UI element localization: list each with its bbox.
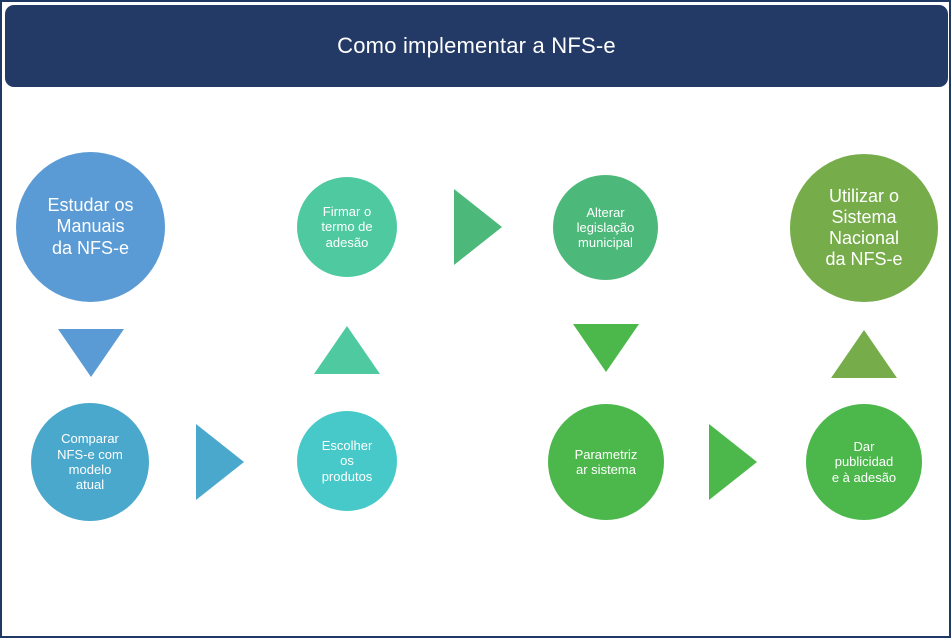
node-estudar-manuais[interactable]: Estudar os Manuais da NFS-e — [16, 152, 165, 302]
node-label: Firmar o termo de adesão — [321, 204, 373, 250]
node-escolher-produtos[interactable]: Escolher os produtos — [297, 411, 397, 511]
node-comparar-nfse[interactable]: Comparar NFS-e com modelo atual — [31, 403, 149, 521]
node-utilizar-sistema[interactable]: Utilizar o Sistema Nacional da NFS-e — [790, 154, 938, 302]
arrow-down-col3-icon — [573, 324, 639, 372]
arrow-down-col1-icon — [58, 329, 124, 377]
node-label: Dar publicidad e à adesão — [831, 439, 897, 485]
node-parametrizar-sistema[interactable]: Parametriz ar sistema — [548, 404, 664, 520]
node-label: Escolher os produtos — [321, 438, 373, 484]
node-label: Alterar legislação municipal — [576, 204, 635, 251]
node-firmar-termo[interactable]: Firmar o termo de adesão — [297, 177, 397, 277]
node-dar-publicidade[interactable]: Dar publicidad e à adesão — [806, 404, 922, 520]
arrow-up-col4-icon — [831, 330, 897, 378]
arrow-right-bottom-1-icon — [196, 424, 244, 500]
node-label: Estudar os Manuais da NFS-e — [47, 195, 134, 258]
node-label: Comparar NFS-e com modelo atual — [57, 431, 123, 493]
node-label: Parametriz ar sistema — [574, 446, 638, 477]
arrow-up-col2-icon — [314, 326, 380, 374]
arrow-right-top-1-icon — [454, 189, 502, 265]
arrow-right-bottom-2-icon — [709, 424, 757, 500]
header-banner: Como implementar a NFS-e — [5, 5, 948, 87]
node-label: Utilizar o Sistema Nacional da NFS-e — [825, 185, 903, 270]
page-title: Como implementar a NFS-e — [337, 33, 616, 58]
node-alterar-legislacao[interactable]: Alterar legislação municipal — [553, 175, 658, 280]
